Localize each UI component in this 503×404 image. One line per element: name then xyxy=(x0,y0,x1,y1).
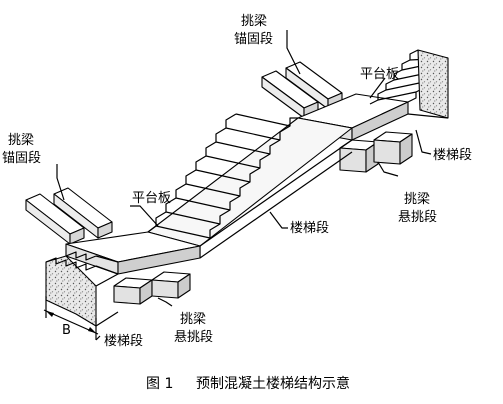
label-top-anchor-line1: 挑梁 xyxy=(241,14,267,29)
label-left-anchor-line2: 锚固段 xyxy=(2,151,41,166)
upper-anchor-beam-1 xyxy=(261,70,319,119)
figure-caption: 图 1 预制混凝土楼梯结构示意 xyxy=(146,375,350,392)
label-bottom-cantilever-line2: 悬挑段 xyxy=(174,330,213,345)
upper-anchor-beams xyxy=(261,61,343,119)
label-right-cantilever-line1: 挑梁 xyxy=(404,192,430,207)
upper-anchor-beam-2 xyxy=(285,61,343,110)
label-right-flight: 楼梯段 xyxy=(433,148,472,163)
label-middle-flight: 楼梯段 xyxy=(290,221,329,236)
label-right-cantilever-line2: 悬挑段 xyxy=(398,210,437,225)
label-bottom-flight: 楼梯段 xyxy=(104,334,143,349)
label-top-landing: 平台板 xyxy=(360,67,399,82)
label-left-anchor-line1: 挑梁 xyxy=(8,133,34,148)
middle-flight-treads xyxy=(155,113,291,239)
lower-cantilever-beams xyxy=(113,271,191,305)
lower-anchor-beams xyxy=(25,187,113,245)
figure-title: 预制混凝土楼梯结构示意 xyxy=(196,375,350,392)
label-bottom-cantilever-line1: 挑梁 xyxy=(180,312,206,327)
figure-number: 图 1 xyxy=(146,376,173,392)
labels: 挑梁 锚固段 平台板 楼梯段 挑梁 悬挑段 挑梁 锚固段 平台板 楼梯段 B 楼… xyxy=(2,14,472,349)
leader-lines xyxy=(56,30,432,341)
upper-flight xyxy=(369,49,449,119)
label-dimension-b: B xyxy=(62,323,71,338)
label-top-anchor-line2: 锚固段 xyxy=(234,32,273,47)
lower-anchor-beam-2 xyxy=(53,187,113,239)
lower-anchor-beam-1 xyxy=(25,193,85,245)
middle-flight xyxy=(147,113,353,259)
label-left-landing: 平台板 xyxy=(132,191,171,206)
dimension-b xyxy=(43,296,99,340)
